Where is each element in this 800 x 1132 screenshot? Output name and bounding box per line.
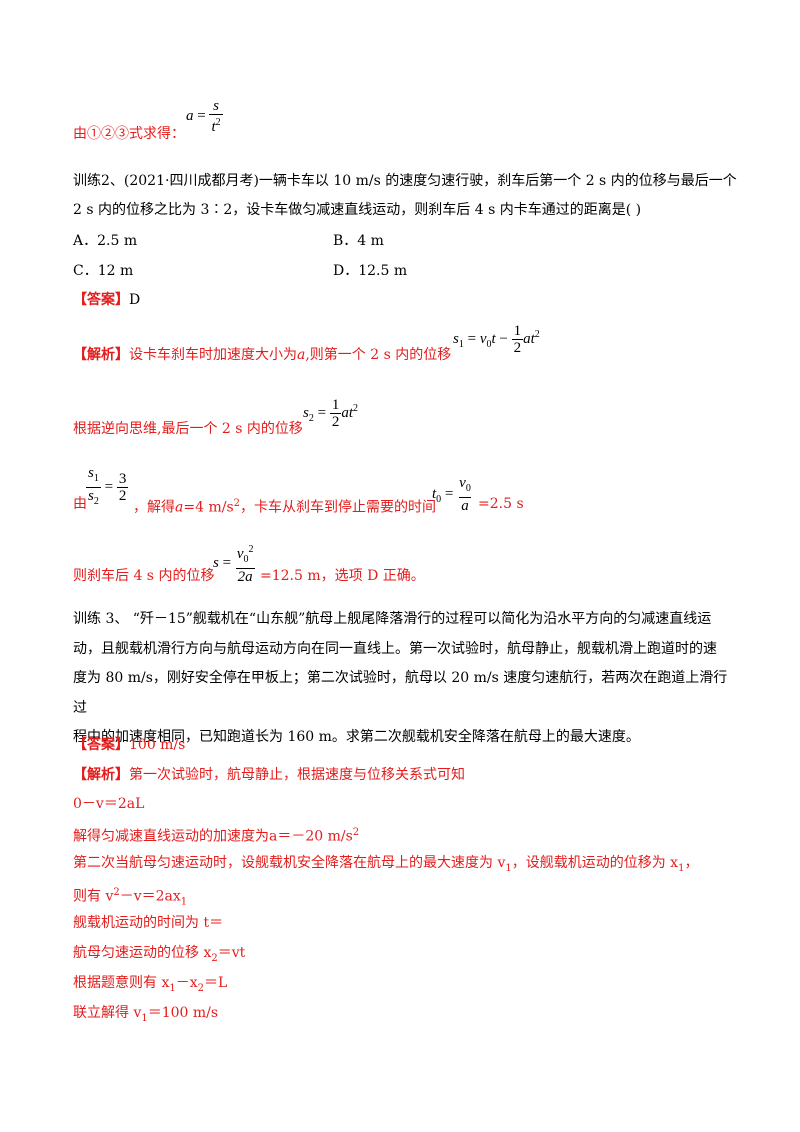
q2-analysis-line3-result: =2.5 s [478,496,524,512]
q2-analysis-line2: 根据逆向思维,最后一个 2 s 内的位移 [73,421,303,437]
option-d[interactable]: D．12.5 m [333,263,408,279]
q3-title: 训练 3、 “歼－15”舰载机在“山东舰”航母上舰尾降落滑行的过程可以简化为沿水… [73,605,733,753]
option-a[interactable]: A．2.5 m [73,233,138,249]
q2-analysis-line3: ，解得a=4 m/s2，卡车从刹车到停止需要的时间 [133,498,436,516]
option-c[interactable]: C．12 m [73,263,134,279]
option-b[interactable]: B．4 m [333,233,384,249]
q3-title-line: 动，且舰载机滑行方向与航母运动方向在同一直线上。第一次试验时，航母静止，舰载机滑… [73,640,717,657]
q2-analysis-line4-end: =12.5 m，选项 D 正确。 [260,568,425,584]
q3-eq1: 0－v＝2aL [73,796,145,812]
q3-analysis-first: 【解析】第一次试验时，航母静止，根据速度与位移关系式可知 [73,767,465,783]
q2-answer: 【答案】D [73,292,141,308]
q3-title-line: 度为 80 m/s，刚好安全停在甲板上；第二次试验时，航母以 20 m/s 速度… [73,670,728,716]
q2-analysis-line3-pre: 由 [73,496,87,512]
q2-analysis-line1: 【解析】设卡车刹车时加速度大小为a,则第一个 2 s 内的位移 [73,347,452,363]
intro-label: 由①②③式求得： [73,126,185,142]
q2-analysis-line4-pre: 则刹车后 4 s 内的位移 [73,568,215,584]
q3-eq2: 解得匀减速直线运动的加速度为a＝－20 m/s2 [73,827,360,845]
q3-eq6: 航母匀速运动的位移 x2＝vt [73,945,246,964]
q2-title: 训练2、(2021·四川成都月考)一辆卡车以 10 m/s 的速度匀速行驶，刹车… [73,173,737,189]
q3-title-line: 程中的加速度相同，已知跑道长为 160 m。求第二次舰载机安全降落在航母上的最大… [73,729,640,745]
q3-title-line: 训练 3、 “歼－15”舰载机在“山东舰”航母上舰尾降落滑行的过程可以简化为沿水… [73,611,712,627]
q3-eq5: 舰载机运动的时间为 t＝ [73,915,224,931]
q3-answer: 【答案】100 m/s [73,737,186,753]
q2-title-cont: 2 s 内的位移之比为 3∶2，设卡车做匀减速直线运动，则刹车后 4 s 内卡车… [73,202,642,218]
q3-eq3: 第二次当航母匀速运动时，设舰载机安全降落在航母上的最大速度为 v1，设舰载机运动… [73,855,699,874]
q3-eq8: 联立解得 v1＝100 m/s [73,1005,219,1024]
q3-eq7: 根据题意则有 x1－x2＝L [73,975,228,994]
q3-eq4: 则有 v2－v＝2ax1 [73,887,188,908]
